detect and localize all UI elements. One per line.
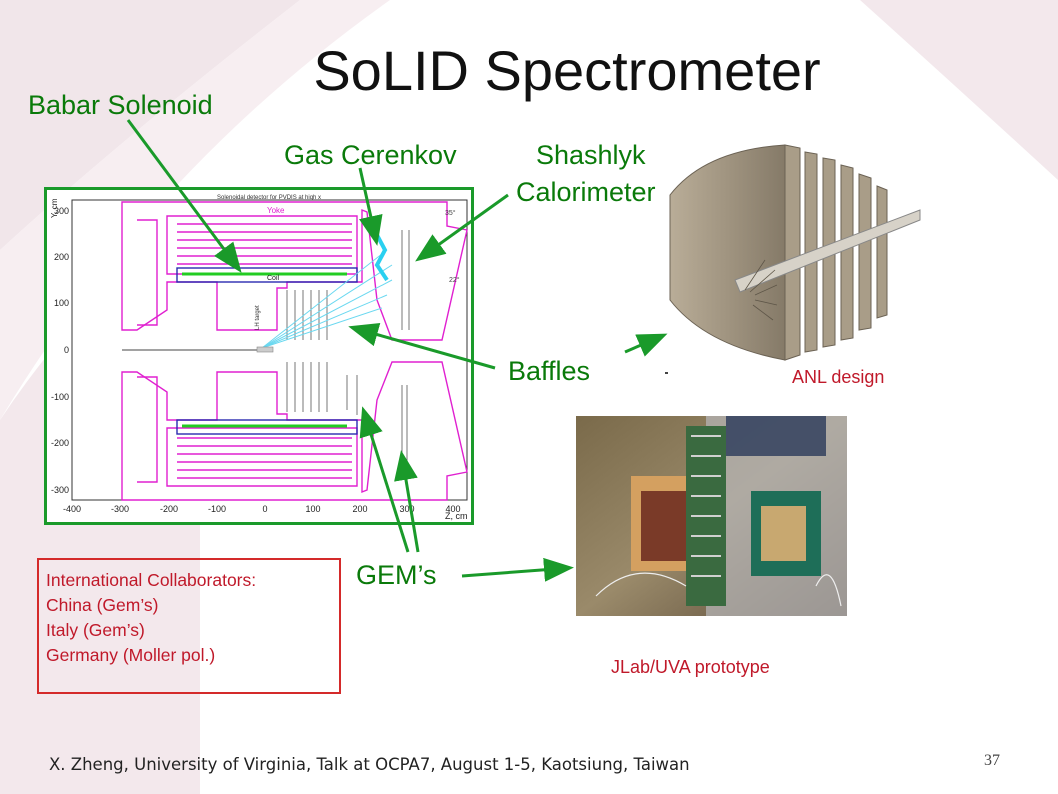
lh-target [256,346,274,353]
y-tick-200: 200 [54,252,69,262]
y-tick-neg300: -300 [51,485,69,495]
x-tick-100: 100 [305,504,320,514]
collaborator-italy: Italy (Gem’s) [46,620,145,640]
collaborator-china: China (Gem’s) [46,595,159,615]
upper-coil [176,267,358,283]
x-tick-0: 0 [262,504,267,514]
detector-plot-frame: Solenoidal detector for PVDIS at high x … [44,187,474,525]
angle-lower-label: 22° [449,276,460,284]
x-tick-neg300: -300 [111,504,129,514]
small-dot [665,372,668,374]
caption-anl-design: ANL design [792,367,885,387]
label-baffles: Baffles [508,356,591,386]
y-tick-100: 100 [54,298,69,308]
collaborators-heading: International Collaborators: [46,570,257,590]
yoke-label: Yoke [267,206,285,215]
angle-upper-label: 35° [445,209,456,217]
y-tick-300: 300 [54,206,69,216]
y-tick-neg200: -200 [51,438,69,448]
x-tick-labels: -400 -300 -200 -100 0 100 200 300 400 [63,504,461,514]
baffle-plates [286,290,328,412]
label-shashlyk-line1: Shashlyk [536,140,646,170]
y-tick-labels: 300 200 100 0 -100 -200 -300 [51,206,69,495]
y-tick-neg100: -100 [51,392,69,402]
label-babar-solenoid: Babar Solenoid [28,90,213,120]
collaborator-germany: Germany (Moller pol.) [46,645,216,665]
label-gems: GEM’s [356,560,437,590]
slide-title: SoLID Spectrometer [313,39,821,102]
y-axis-label: Y, cm [50,198,59,218]
upper-yoke [121,201,468,341]
detector-plot: Solenoidal detector for PVDIS at high x … [50,195,468,521]
x-tick-200: 200 [352,504,367,514]
x-tick-neg100: -100 [208,504,226,514]
x-tick-neg400: -400 [63,504,81,514]
caption-jlab-prototype: JLab/UVA prototype [611,657,770,677]
x-tick-400: 400 [445,504,460,514]
particle-tracks [261,249,393,349]
target-label: LH target [255,305,261,330]
x-tick-300: 300 [399,504,414,514]
slide-footer: X. Zheng, University of Virginia, Talk a… [49,755,690,774]
y-tick-0: 0 [64,345,69,355]
x-tick-neg200: -200 [160,504,178,514]
coil-label: Coil [267,275,280,282]
label-shashlyk-line2: Calorimeter [516,177,656,207]
anl-design-rendering [669,144,921,361]
jlab-prototype-photo [576,416,847,616]
x-axis-label: Z, cm [445,511,468,521]
plot-header: Solenoidal detector for PVDIS at high x [217,195,321,201]
page-number: 37 [984,752,1000,769]
lower-yoke [121,361,468,501]
label-gas-cerenkov: Gas Cerenkov [284,140,457,170]
lower-coil [176,419,358,435]
collaborators-box: International Collaborators: China (Gem’… [37,558,341,694]
